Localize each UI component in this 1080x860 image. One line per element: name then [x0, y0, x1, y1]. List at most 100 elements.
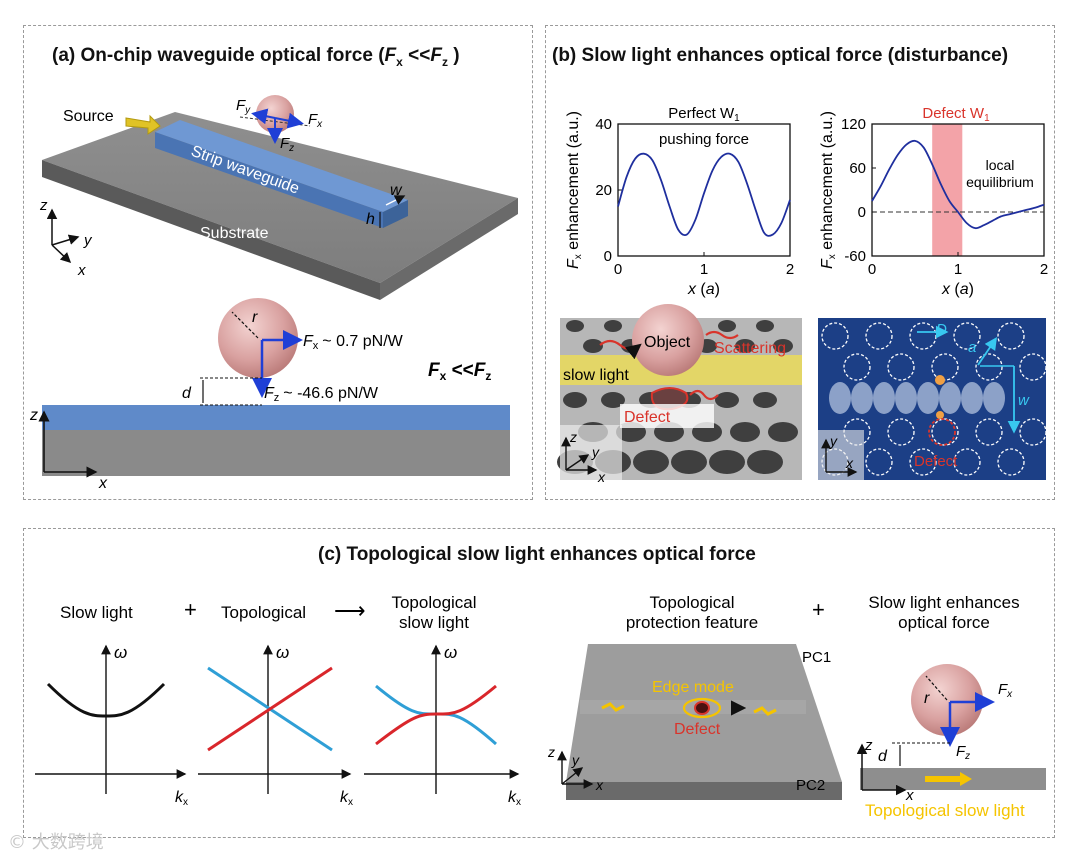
axes-c-right — [856, 743, 907, 796]
band-diagram-slow-light: ω kx — [35, 643, 188, 808]
y-tick-label: 20 — [595, 182, 612, 199]
lattice-hole — [633, 450, 669, 474]
r-label: r — [252, 309, 258, 326]
band-curve-red — [375, 684, 497, 746]
y-axis-label: Fx enhancement (a.u.) — [819, 111, 838, 269]
fz-label: Fz — [280, 135, 294, 154]
watermark: © 大数跨境 — [8, 832, 104, 853]
y-tick-label: 0 — [858, 204, 866, 221]
radius-line-c — [925, 675, 948, 701]
defect-label-bg — [620, 404, 714, 428]
w-dimension — [385, 195, 406, 206]
topo-prot-heading-1: Topological — [649, 593, 734, 612]
scatter-wave-defect — [689, 389, 719, 401]
scatter-wave-right — [705, 330, 739, 340]
plus-2: + — [812, 597, 825, 622]
strip-waveguide — [155, 120, 408, 228]
lattice-hole — [747, 450, 783, 474]
lattice-hole-outline — [997, 448, 1025, 476]
source-label: Source — [63, 108, 114, 125]
slow-light-label: slow light — [563, 367, 629, 384]
omega-label: ω — [276, 643, 289, 662]
slow-light-arrow-c — [925, 772, 972, 786]
fx-arrow — [274, 112, 304, 129]
defect-label-c: Defect — [674, 721, 721, 738]
fx-value-label: Fx~ 0.7 pN/W — [303, 333, 404, 352]
lattice-hole — [566, 320, 584, 332]
y-tick-label: 0 — [604, 248, 612, 265]
edge-mode-label: Edge mode — [652, 679, 734, 696]
lattice-hole-outline — [975, 418, 1003, 446]
defect-label-2: Defect — [914, 453, 958, 470]
plus-1: + — [184, 597, 197, 622]
lattice-hole-outline — [1019, 353, 1047, 381]
substrate-slab — [42, 112, 518, 300]
axes-b-3d — [561, 436, 598, 475]
lattice-hole — [563, 392, 587, 408]
fy-arrow — [251, 108, 276, 125]
lattice-hole — [601, 392, 625, 408]
slow-enh-heading-2: optical force — [898, 613, 990, 632]
axes-c-slab — [557, 750, 594, 789]
lattice-hole-outline — [887, 418, 915, 446]
chart1-title: Perfect W1 — [668, 105, 740, 124]
y-tick-label: 120 — [841, 116, 866, 133]
data-series-line — [871, 139, 1045, 230]
y-tick-label: -60 — [844, 248, 866, 265]
panel-c-title: (c) Topological slow light enhances opti… — [318, 544, 756, 565]
c-right-axis-z: z — [864, 737, 873, 754]
field-map-holes — [821, 322, 1047, 476]
axes-a-top — [46, 208, 80, 264]
chart1-annotation: pushing force — [659, 131, 749, 148]
lattice-hole — [735, 339, 755, 353]
lattice-hole-outline — [953, 448, 981, 476]
substrate-label: Substrate — [200, 225, 269, 242]
lattice-hole — [756, 320, 774, 332]
chart2-title: Defect W1 — [922, 105, 990, 124]
topo-slow-heading-2: slow light — [399, 613, 469, 632]
chart2-annotation-line2: equilibrium — [966, 174, 1034, 190]
field-intensity-blob — [917, 382, 939, 414]
lattice-hole — [715, 392, 739, 408]
lattice-hole — [709, 450, 745, 474]
scatter-wave-left — [599, 339, 642, 360]
kx-label: kx — [175, 789, 188, 808]
band-diagram-topological: ωkx — [198, 643, 353, 808]
field-intensity-blob — [961, 382, 983, 414]
c-right-axis-x: x — [905, 787, 914, 804]
lattice-hole-outline — [909, 448, 937, 476]
panel-b-title: (b) Slow light enhances optical force (d… — [552, 45, 1009, 66]
x-tick-label: 0 — [868, 261, 876, 278]
d-label: d — [182, 385, 192, 402]
omega-label: ω — [114, 643, 127, 662]
map-axis-y: y — [829, 433, 838, 449]
edge-wave-right — [753, 706, 777, 716]
source-arrow — [125, 114, 161, 135]
lattice-hole — [583, 339, 603, 353]
watermark-logo-icon: © — [8, 832, 26, 853]
defect-label: Defect — [624, 409, 671, 426]
slow-light-heading: Slow light — [60, 603, 133, 622]
b-axis-x: x — [597, 469, 606, 485]
c-axis-z: z — [547, 744, 555, 760]
axis-y-label: y — [83, 232, 93, 249]
topo-slow-light-label: Topological slow light — [865, 801, 1025, 820]
object-sphere — [632, 304, 704, 376]
panel-a-title-text: (a) On-chip waveguide optical force (Fx … — [52, 45, 460, 69]
x-tick-label: 0 — [614, 261, 622, 278]
pc1-label: PC1 — [802, 649, 831, 666]
a-vector — [977, 337, 998, 366]
b-axis-y: y — [591, 444, 600, 460]
chart2-annotation-line1: local — [986, 157, 1015, 173]
x-tick-label: 1 — [954, 261, 962, 278]
edge-loop — [682, 697, 722, 719]
c-axis-x: x — [595, 777, 604, 793]
band-curve — [46, 682, 166, 718]
w-label-b: w — [1018, 392, 1030, 409]
lattice-hole — [773, 339, 793, 353]
fz-label-c: Fz — [956, 743, 970, 762]
defect-dot — [694, 701, 710, 715]
lattice-hole-outline — [865, 448, 893, 476]
